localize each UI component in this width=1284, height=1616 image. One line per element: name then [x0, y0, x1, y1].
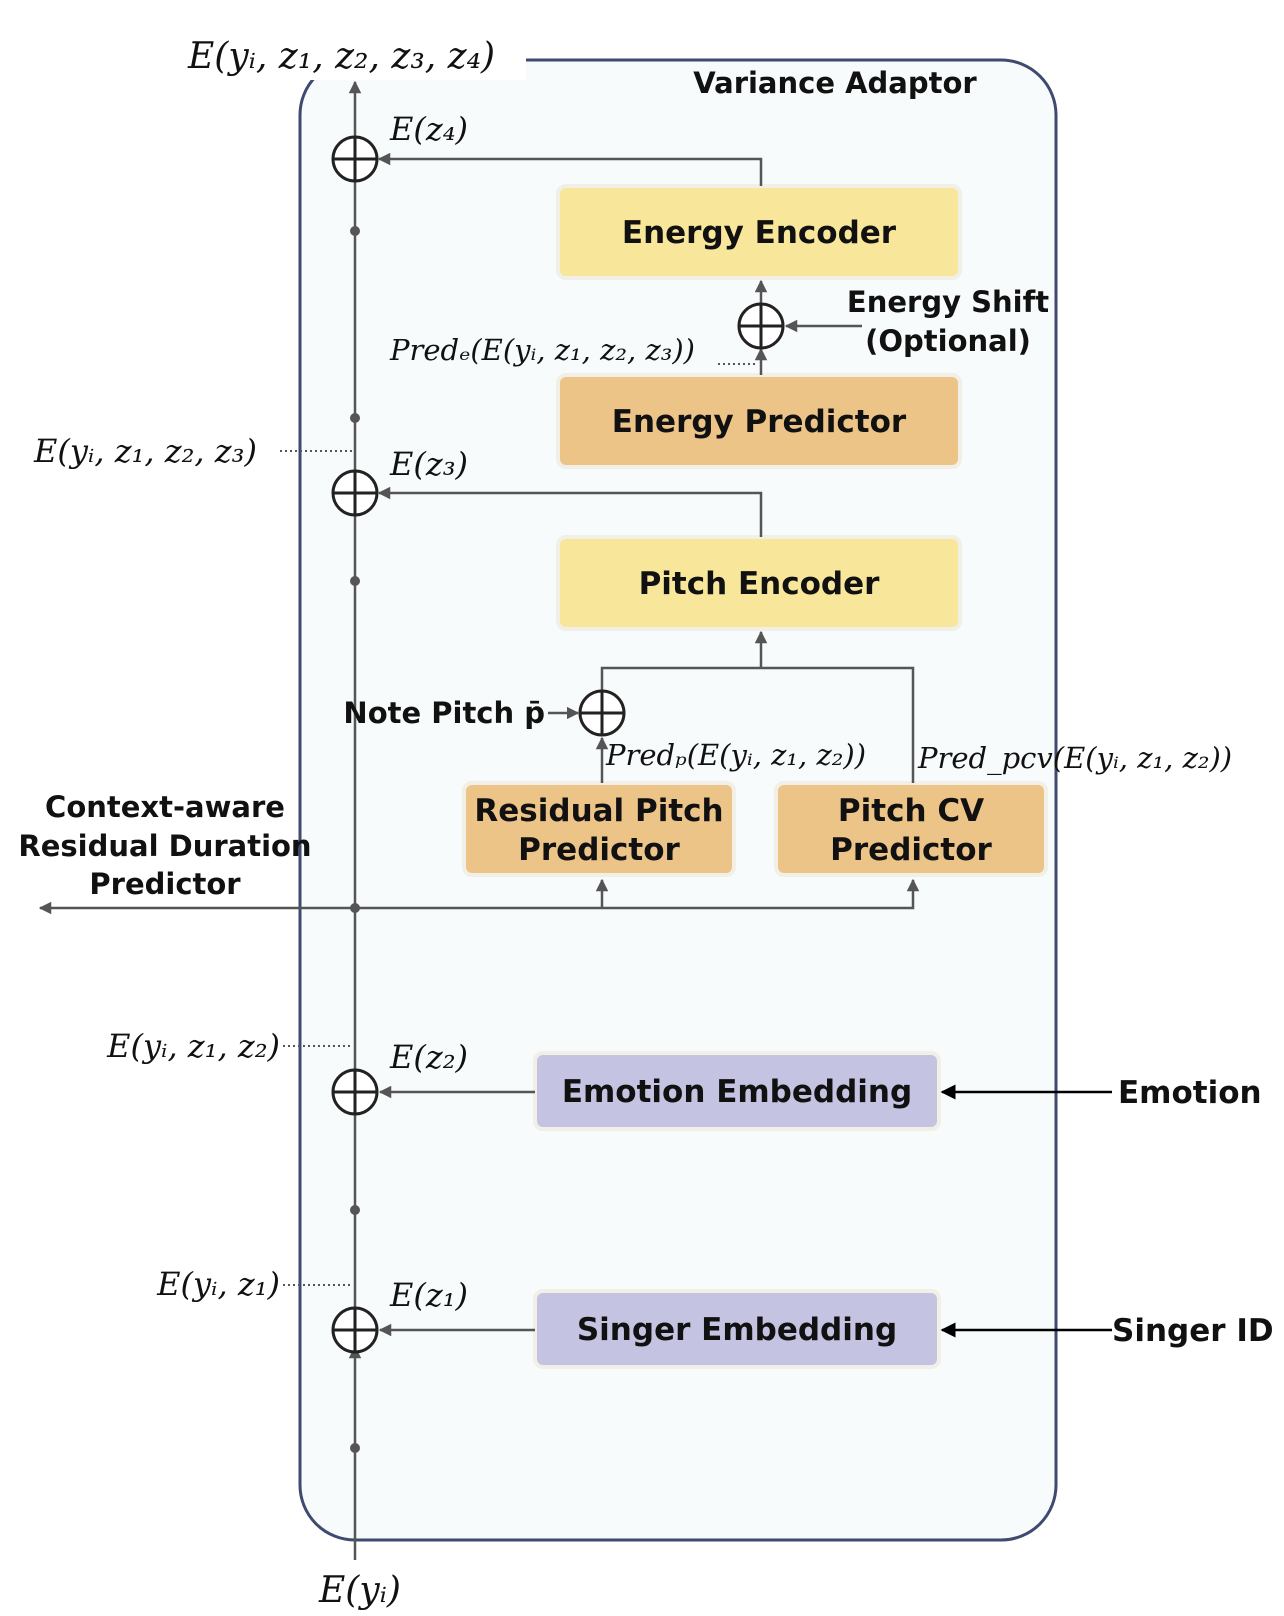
energy-shift-label-2: (Optional) — [865, 324, 1031, 358]
feed-to-pitch-predictors — [355, 878, 920, 910]
e-z1-label: E(z₁) — [389, 1276, 468, 1314]
sum-node-z3 — [331, 469, 379, 517]
singer-id-input-label: Singer ID — [1112, 1313, 1274, 1349]
pitch-encoder-to-sum — [377, 486, 763, 537]
pred-p-label: Predₚ(E(yᵢ, z₁, z₂)) — [605, 738, 866, 772]
e-z4-label: E(z₄) — [389, 110, 468, 148]
duration-output-label-1: Context-aware — [45, 790, 285, 824]
backbone-dots — [350, 226, 360, 1453]
pitch-cv-predictor-label-1: Pitch CV — [838, 793, 984, 829]
residual-pitch-predictor-label-2: Predictor — [518, 832, 680, 868]
container-title: Variance Adaptor — [693, 66, 977, 100]
sum-node-z1 — [331, 1306, 379, 1354]
e-yi-z1-label: E(yᵢ, z₁) — [156, 1265, 280, 1303]
energy-predictor-label: Energy Predictor — [612, 404, 907, 440]
e-yi-z1-z2-z3-label: E(yᵢ, z₁, z₂, z₃) — [33, 432, 257, 470]
note-pitch-label: Note Pitch p̄ — [343, 696, 545, 730]
duration-output-label-2: Residual Duration — [18, 829, 311, 863]
e-z2-label: E(z₂) — [389, 1038, 468, 1076]
energy-predictor-block — [556, 373, 962, 469]
duration-output-label-3: Predictor — [89, 867, 241, 901]
emotion-input-label: Emotion — [1118, 1075, 1262, 1111]
energy-encoder-block — [556, 184, 962, 280]
pitch-encoder-label: Pitch Encoder — [639, 566, 881, 602]
residual-pitch-predictor-block — [462, 781, 736, 877]
bottom-input-label: E(yᵢ) — [318, 1570, 401, 1611]
sum-node-energy-shift — [737, 302, 785, 350]
pred-e-label: Predₑ(E(yᵢ, z₁, z₂, z₃)) — [389, 333, 695, 367]
e-z3-label: E(z₃) — [389, 445, 468, 483]
sum-node-z2 — [331, 1068, 379, 1116]
pitch-cv-predictor-block — [774, 781, 1048, 877]
pitch-cv-predictor-label-2: Predictor — [830, 832, 992, 868]
sum-node-z4 — [331, 135, 379, 183]
pred-pcv-label: Pred_pcv(E(yᵢ, z₁, z₂)) — [917, 741, 1232, 776]
top-output-label: E(yᵢ, z₁, z₂, z₃, z₄) — [187, 36, 495, 77]
singer-embedding-label: Singer Embedding — [577, 1312, 897, 1348]
energy-shift-label-1: Energy Shift — [847, 285, 1049, 319]
pitch-encoder-block — [556, 535, 962, 631]
sum-node-note-pitch — [578, 689, 626, 737]
emotion-embedding-label: Emotion Embedding — [562, 1074, 912, 1110]
residual-pitch-predictor-label-1: Residual Pitch — [474, 793, 723, 829]
energy-encoder-label: Energy Encoder — [622, 215, 897, 251]
pitch-merge-line — [600, 666, 915, 783]
e-yi-z1-z2-label: E(yᵢ, z₁, z₂) — [106, 1027, 280, 1065]
energy-encoder-to-sum — [377, 152, 763, 186]
